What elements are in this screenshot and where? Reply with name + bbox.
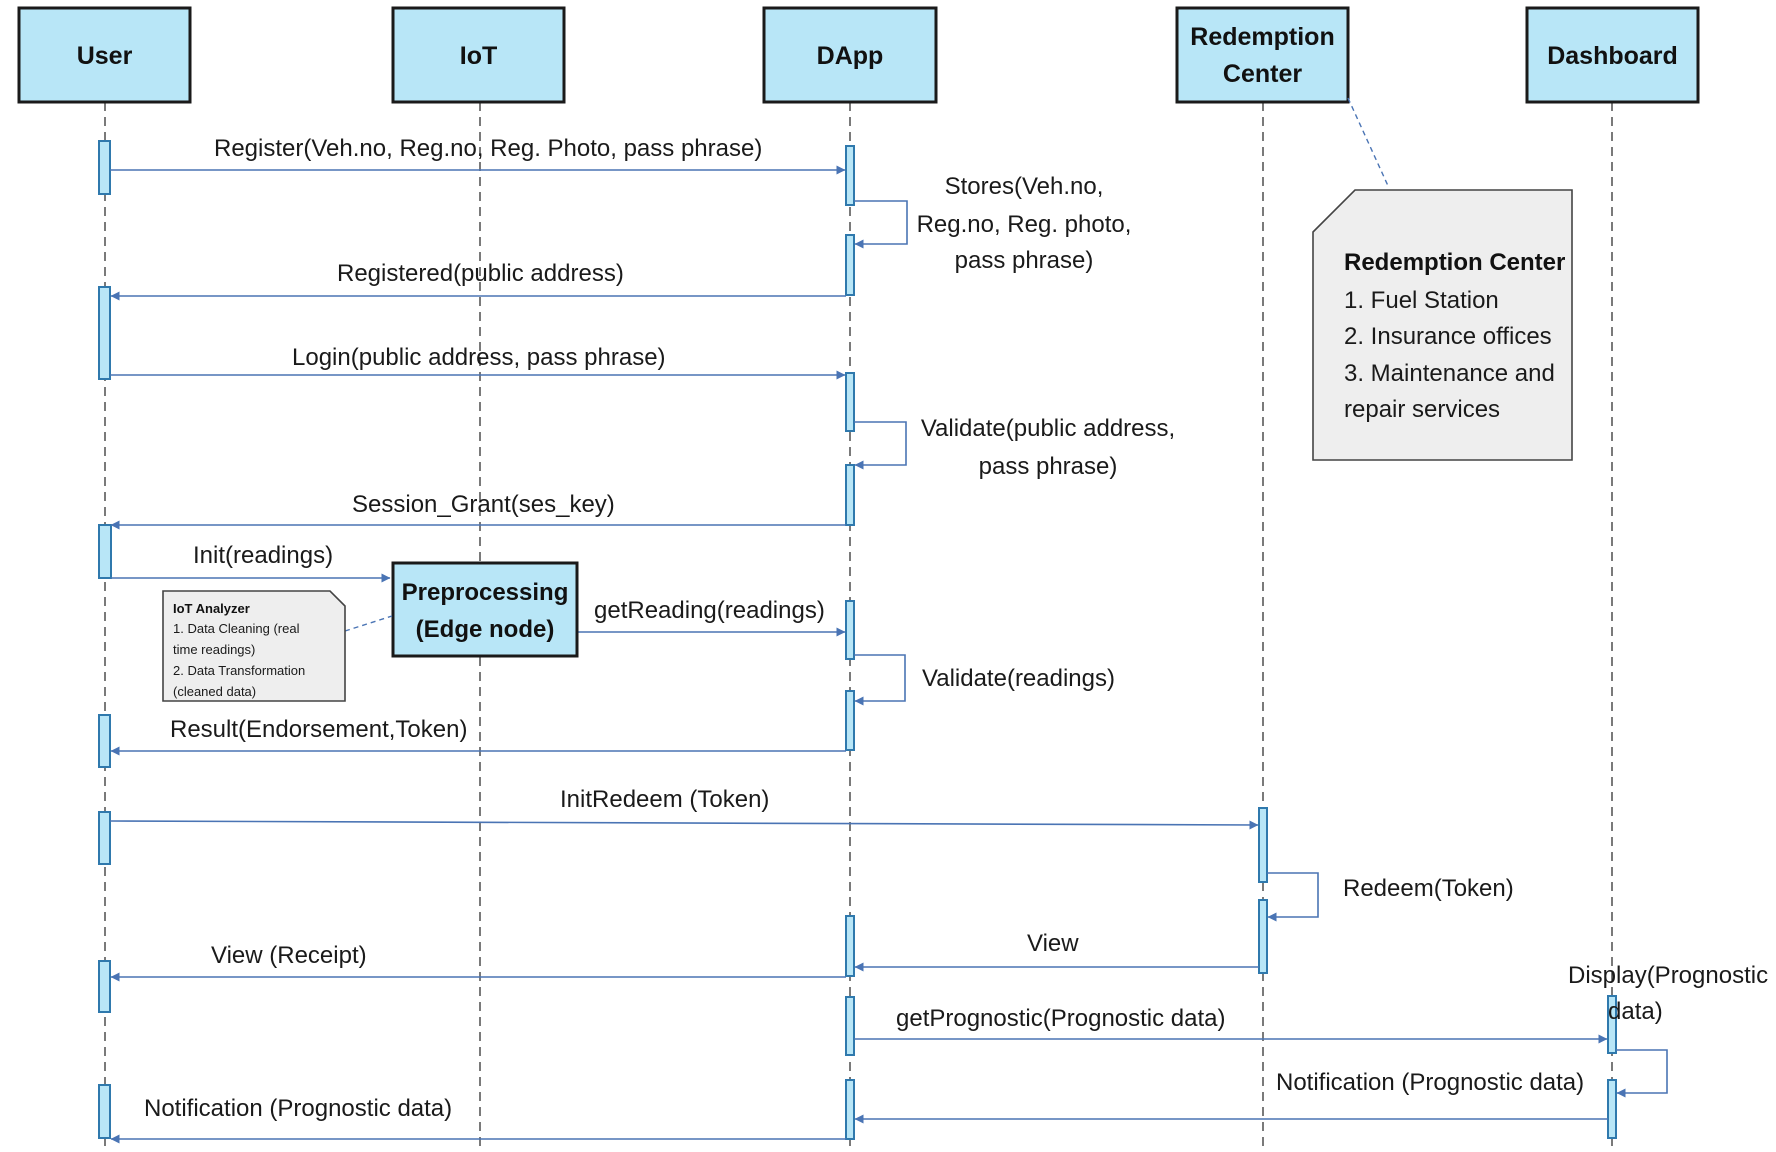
activation-bar bbox=[1607, 1079, 1617, 1139]
actor-label-iot: IoT bbox=[460, 42, 498, 70]
message-label-display-line1: Display(Prognostic bbox=[1568, 962, 1768, 989]
note-item: repair services bbox=[1344, 396, 1500, 423]
message-label-notification-user: Notification (Prognostic data) bbox=[144, 1095, 452, 1122]
message-label-redeem: Redeem(Token) bbox=[1343, 875, 1514, 902]
message-label-view-receipt: View (Receipt) bbox=[211, 942, 367, 969]
message-label-init-readings: Init(readings) bbox=[193, 542, 333, 569]
activation-bar bbox=[845, 600, 855, 660]
edge-node-label-line1: Preprocessing bbox=[402, 579, 569, 606]
message-label-get-reading: getReading(readings) bbox=[594, 597, 825, 624]
activation-bar bbox=[845, 234, 855, 296]
note-title: Redemption Center bbox=[1344, 249, 1565, 276]
actor-box-redemption bbox=[1175, 6, 1350, 104]
message-label-stores-line2: Reg.no, Reg. photo, bbox=[917, 211, 1132, 238]
self-message-arrow-validate-readings bbox=[854, 654, 906, 706]
actor-label-dapp: DApp bbox=[817, 42, 884, 70]
activation-bar bbox=[98, 960, 111, 1013]
note-item: 2. Data Transformation bbox=[173, 663, 305, 678]
activation-bar bbox=[845, 996, 855, 1056]
activation-bar bbox=[98, 140, 111, 195]
self-message-arrow-redeem bbox=[1267, 872, 1319, 922]
message-label-view: View bbox=[1027, 930, 1079, 957]
actor-label-redemption-line1: Redemption bbox=[1190, 23, 1334, 51]
activation-bar bbox=[845, 690, 855, 751]
message-label-validate-line2: pass phrase) bbox=[979, 453, 1118, 480]
edge-node: Preprocessing (Edge node) bbox=[391, 561, 579, 658]
activation-bar bbox=[98, 811, 111, 865]
edge-node-box bbox=[391, 561, 579, 658]
message-labels: Register(Veh.no, Reg.no, Reg. Photo, pas… bbox=[144, 135, 1768, 1122]
note-box bbox=[162, 590, 346, 702]
note-redemption-center: Redemption Center 1. Fuel Station 2. Ins… bbox=[1312, 97, 1573, 461]
self-message-arrow-display bbox=[1616, 1049, 1668, 1098]
note-title: IoT Analyzer bbox=[173, 601, 250, 616]
actor-box-dashboard bbox=[1525, 6, 1700, 104]
activation-bar bbox=[98, 714, 111, 768]
activation-bar bbox=[98, 524, 112, 579]
activation-bar bbox=[98, 1084, 111, 1139]
message-label-get-prognostic: getPrognostic(Prognostic data) bbox=[896, 1005, 1226, 1032]
note-item: 1. Data Cleaning (real bbox=[173, 621, 300, 636]
actor-box-user bbox=[17, 6, 192, 104]
message-label-register: Register(Veh.no, Reg.no, Reg. Photo, pas… bbox=[214, 135, 762, 162]
note-item: 3. Maintenance and bbox=[1344, 360, 1555, 387]
actor-dashboard: Dashboard bbox=[1525, 6, 1700, 104]
activation-bar bbox=[845, 1079, 855, 1140]
message-label-result: Result(Endorsement,Token) bbox=[170, 716, 467, 743]
note-item: time readings) bbox=[173, 642, 255, 657]
message-label-display-line2: data) bbox=[1608, 998, 1663, 1025]
message-label-login: Login(public address, pass phrase) bbox=[292, 344, 666, 371]
activation-bar bbox=[1607, 995, 1617, 1054]
activation-bar bbox=[845, 145, 855, 206]
note-item: 2. Insurance offices bbox=[1344, 323, 1552, 350]
note-item: 1. Fuel Station bbox=[1344, 287, 1499, 314]
activation-bar bbox=[1258, 899, 1268, 974]
actor-label-user: User bbox=[77, 42, 133, 70]
note-connector bbox=[1347, 97, 1390, 189]
activation-bar bbox=[845, 372, 855, 432]
self-message-arrow-stores bbox=[854, 200, 908, 249]
activation-bar bbox=[98, 286, 111, 380]
activation-bar bbox=[1258, 807, 1268, 883]
message-label-init-redeem: InitRedeem (Token) bbox=[560, 786, 769, 813]
activation-bar bbox=[845, 915, 855, 977]
edge-node-label-line2: (Edge node) bbox=[416, 616, 555, 643]
actor-redemption-center: Redemption Center bbox=[1175, 6, 1350, 104]
note-box bbox=[1312, 189, 1573, 461]
message-label-stores-line3: pass phrase) bbox=[955, 247, 1094, 274]
message-label-registered: Registered(public address) bbox=[337, 260, 624, 287]
actor-label-dashboard: Dashboard bbox=[1547, 42, 1678, 70]
actor-dapp: DApp bbox=[762, 6, 938, 104]
actor-iot: IoT bbox=[391, 6, 566, 104]
message-label-validate-readings: Validate(readings) bbox=[922, 665, 1115, 692]
message-arrow-init-redeem bbox=[109, 820, 1259, 830]
message-arrows bbox=[109, 165, 1668, 1144]
actor-label-redemption-line2: Center bbox=[1223, 60, 1302, 88]
activation-bars bbox=[98, 140, 1617, 1140]
message-label-session-grant: Session_Grant(ses_key) bbox=[352, 491, 615, 518]
actor-user: User bbox=[17, 6, 192, 104]
actor-box-dapp bbox=[762, 6, 938, 104]
message-label-notification-dashboard: Notification (Prognostic data) bbox=[1276, 1069, 1584, 1096]
self-message-arrow-validate bbox=[854, 421, 907, 470]
note-connector bbox=[344, 615, 393, 632]
message-label-stores-line1: Stores(Veh.no, bbox=[945, 173, 1104, 200]
message-label-validate-line1: Validate(public address, bbox=[921, 415, 1175, 442]
activation-bar bbox=[845, 464, 855, 526]
note-item: (cleaned data) bbox=[173, 684, 256, 699]
note-iot-analyzer: IoT Analyzer 1. Data Cleaning (real time… bbox=[162, 590, 393, 702]
actor-box-iot bbox=[391, 6, 566, 104]
